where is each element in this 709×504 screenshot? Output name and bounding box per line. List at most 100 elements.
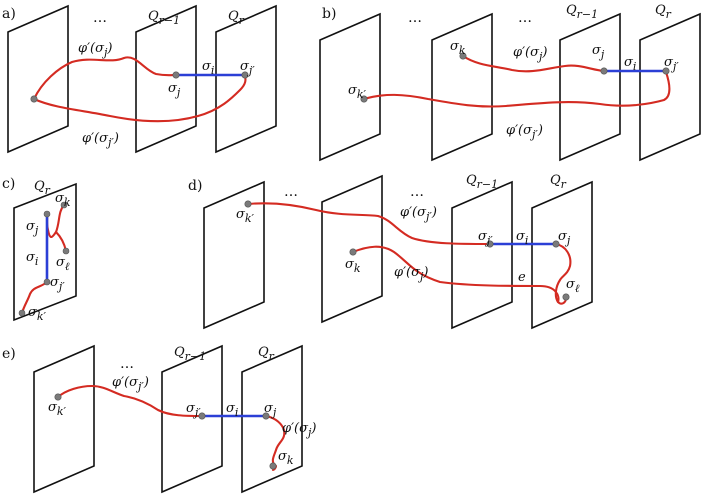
panel-c: c) Qr σk σj σi σℓ σj′ σk′ xyxy=(2,176,77,323)
panel-e: e) … Qr−1 Qr φ′(σj′) σk′ σj′ σi σj φ′(σj… xyxy=(2,344,317,494)
panel-d-label-sigma-l: σℓ xyxy=(566,277,580,295)
panel-e-label-sigma-jp: σj′ xyxy=(186,401,201,419)
panel-d-label-qr1: Qr−1 xyxy=(466,173,498,191)
panel-b-plane-left xyxy=(319,12,381,162)
panel-a-label-phi-top: φ′(σj) xyxy=(78,41,113,59)
panel-b-label-sigma-j: σj xyxy=(592,43,605,61)
panel-c-label-qr: Qr xyxy=(34,179,51,197)
panel-e-label-phi-left: φ′(σj′) xyxy=(112,375,149,393)
panel-d-label-edge-e: e xyxy=(518,270,526,285)
panel-b-plane-mid xyxy=(431,12,493,162)
panel-d-node-sigma-kp xyxy=(244,200,252,208)
panel-e-tag: e) xyxy=(2,346,16,362)
panel-d-label-phi-bottom: φ′(σj) xyxy=(394,265,429,283)
panel-b-node-sigma-k xyxy=(459,52,467,60)
panel-c-label-sigma-l: σℓ xyxy=(56,255,70,273)
panel-a-label-qr: Qr xyxy=(228,9,245,27)
panel-e-plane-left xyxy=(33,344,95,494)
panel-e-node-sigma-j xyxy=(262,412,270,420)
panel-e-node-sigma-kp xyxy=(54,393,62,401)
panel-e-label-phi-right: φ′(σj) xyxy=(282,421,317,439)
panel-a-node-start xyxy=(30,95,38,103)
panel-d-label-sigma-k: σk xyxy=(345,257,361,275)
panel-b-label-qr: Qr xyxy=(655,3,672,21)
panel-b-label-qr1: Qr−1 xyxy=(566,3,598,21)
panel-c-label-sigma-j: σj xyxy=(26,219,39,237)
panel-b-plane-qr1 xyxy=(559,12,621,162)
panel-b: b) … … Qr−1 Qr σk σk′ φ′(σj) φ′(σj′) σi … xyxy=(319,3,701,162)
panel-e-node-sigma-k xyxy=(269,462,277,470)
panel-d-path-top xyxy=(246,202,492,246)
panel-b-path-top xyxy=(461,54,606,73)
panel-d-label-sigma-i: σi xyxy=(516,229,528,247)
panel-e-path-left xyxy=(56,384,204,418)
panel-d-path-loop xyxy=(554,242,572,305)
panel-c-label-sigma-k: σk xyxy=(55,191,71,209)
panel-b-node-sigma-j xyxy=(600,67,608,75)
panel-c-label-sigma-kp: σk′ xyxy=(28,305,47,323)
panel-c-node-sigma-jp xyxy=(43,278,51,286)
panel-c-node-sigma-k xyxy=(60,201,68,209)
panel-a-plane-left xyxy=(7,4,69,154)
panel-a-path-top xyxy=(32,56,178,101)
panel-d-label-phi-top: φ′(σj′) xyxy=(400,205,437,223)
panel-e-label-sigma-i: σi xyxy=(226,401,238,419)
panel-e-node-sigma-jp xyxy=(198,412,206,420)
panel-c-label-sigma-jp: σj′ xyxy=(50,275,65,293)
panel-c-path-lower xyxy=(20,280,49,315)
panel-a-plane-qr1 xyxy=(135,4,197,154)
panel-b-node-sigma-jp xyxy=(662,67,670,75)
panel-d-ellipsis-2: … xyxy=(410,184,425,200)
panel-d-tag: d) xyxy=(188,178,202,194)
panel-e-label-qr: Qr xyxy=(258,345,275,363)
panel-a-tag: a) xyxy=(2,6,16,22)
panel-c-node-sigma-l xyxy=(62,247,70,255)
panel-b-node-sigma-kp xyxy=(360,95,368,103)
panel-b-label-sigma-jp: σj′ xyxy=(664,55,679,73)
panel-d-node-sigma-k xyxy=(349,248,357,256)
panel-d-plane-qr xyxy=(531,180,593,330)
panel-d-path-bottom xyxy=(351,245,560,304)
panel-d-plane-qr1 xyxy=(451,180,513,330)
panel-e-label-sigma-k: σk xyxy=(278,449,294,467)
panel-d: d) … … Qr−1 Qr σk′ σk φ′(σj′) φ′(σj) σj′… xyxy=(188,173,593,330)
panel-a-label-phi-bottom: φ′(σj′) xyxy=(82,131,119,149)
panel-c-plane-qr xyxy=(13,182,77,322)
panel-e-ellipsis: … xyxy=(120,356,135,372)
panel-a-node-sigma-j xyxy=(172,71,180,79)
panel-d-label-qr: Qr xyxy=(550,173,567,191)
panel-a-label-sigma-j: σj xyxy=(168,81,181,99)
panel-a-label-sigma-jp: σj′ xyxy=(240,59,255,77)
panel-b-path-bottom xyxy=(362,70,671,108)
panel-e-label-qr1: Qr−1 xyxy=(174,345,206,363)
panel-a-label-sigma-i: σi xyxy=(202,59,214,77)
panel-e-label-sigma-kp: σk′ xyxy=(48,400,67,418)
panel-b-label-sigma-kp: σk′ xyxy=(348,83,367,101)
panel-b-tag: b) xyxy=(322,6,336,22)
panel-c-tag: c) xyxy=(2,176,15,192)
panel-e-label-sigma-j: σj xyxy=(264,401,277,419)
panel-e-plane-qr xyxy=(241,344,303,494)
panel-b-label-phi-bottom: φ′(σj′) xyxy=(506,123,543,141)
panel-d-ellipsis-1: … xyxy=(284,184,299,200)
panel-e-plane-qr1 xyxy=(161,344,223,494)
panel-c-node-sigma-j xyxy=(43,210,51,218)
panel-d-label-sigma-kp: σk′ xyxy=(236,207,255,225)
panel-d-node-sigma-j xyxy=(552,240,560,248)
panel-b-label-sigma-k: σk xyxy=(450,39,466,57)
panel-a-label-qr1: Qr−1 xyxy=(148,9,180,27)
panel-a-node-sigma-jp xyxy=(241,71,249,79)
panel-d-node-sigma-jp xyxy=(486,240,494,248)
panel-b-label-sigma-i: σi xyxy=(624,55,636,73)
panel-a: a) … Qr−1 Qr φ′(σj) φ′(σj′) σi σj σj′ xyxy=(2,4,277,154)
panel-a-ellipsis: … xyxy=(93,10,108,26)
panel-d-node-sigma-l xyxy=(562,293,570,301)
panel-a-path-bottom xyxy=(32,73,247,123)
panel-d-label-sigma-j: σj xyxy=(558,229,571,247)
panel-b-ellipsis-2: … xyxy=(518,10,533,26)
panel-b-ellipsis-1: … xyxy=(408,10,423,26)
panel-d-plane-left xyxy=(203,180,265,330)
panel-c-node-sigma-kp xyxy=(18,309,26,317)
panel-b-label-phi-top: φ′(σj) xyxy=(513,45,548,63)
